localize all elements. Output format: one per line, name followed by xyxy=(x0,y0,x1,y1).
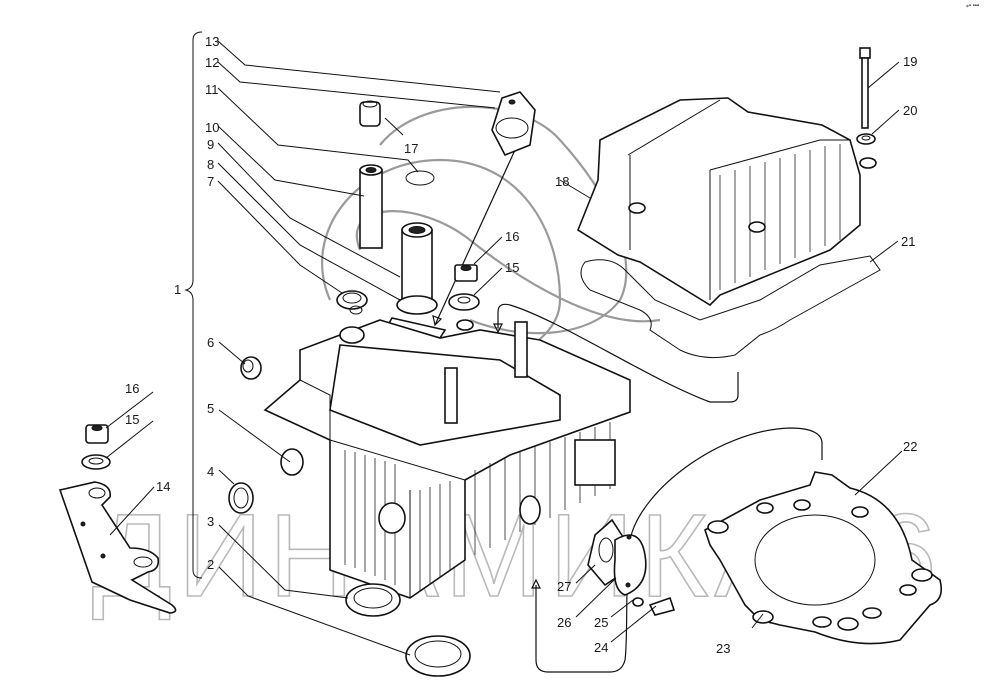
part-side-plug xyxy=(228,482,254,514)
callout-20: 20 xyxy=(903,103,917,118)
callout-16-left: 16 xyxy=(125,381,139,396)
callout-9: 9 xyxy=(207,137,214,152)
callout-25: 25 xyxy=(594,615,608,630)
part-valve-cover-gasket xyxy=(580,255,881,359)
callout-23: 23 xyxy=(716,641,730,656)
callout-26: 26 xyxy=(557,615,571,630)
callout-16-center: 16 xyxy=(505,229,519,244)
callout-13: 13 xyxy=(205,34,219,49)
part-bolt-19 xyxy=(859,47,871,129)
callout-18: 18 xyxy=(555,174,569,189)
callout-8: 8 xyxy=(207,157,214,172)
part-washer-center xyxy=(448,293,480,311)
leader-lines xyxy=(105,40,903,656)
part-elbow-fitting xyxy=(491,91,536,157)
callout-22: 22 xyxy=(903,439,917,454)
part-cap-nut xyxy=(359,100,381,127)
callout-17: 17 xyxy=(404,141,418,156)
part-bolt-24 xyxy=(648,596,676,616)
callout-21: 21 xyxy=(901,234,915,249)
part-nut-center xyxy=(454,264,478,282)
part-injector-sleeve xyxy=(396,222,438,315)
callout-7: 7 xyxy=(207,174,214,189)
part-washer-left xyxy=(81,454,111,470)
callout-2: 2 xyxy=(207,557,214,572)
callout-1: 1 xyxy=(174,282,181,297)
part-valve-seat-small xyxy=(345,583,401,617)
callout-11: 11 xyxy=(205,82,219,97)
part-valve-guide xyxy=(359,164,383,249)
callout-12: 12 xyxy=(205,55,219,70)
callout-19: 19 xyxy=(903,54,917,69)
part-valve-cover xyxy=(577,97,877,307)
part-sleeve-ring xyxy=(336,290,368,310)
callout-10: 10 xyxy=(205,120,219,135)
part-washer-25 xyxy=(632,597,644,607)
part-washer-20 xyxy=(856,133,876,145)
callout-5: 5 xyxy=(207,401,214,416)
part-plug xyxy=(240,356,262,380)
part-cover-plate-26 xyxy=(613,534,647,596)
part-valve-seat-large xyxy=(405,635,471,677)
part-lifting-bracket xyxy=(58,481,177,614)
group-bracket-1 xyxy=(184,31,203,579)
callout-labels: 13 12 11 10 9 8 7 17 16 15 1 6 16 15 5 4… xyxy=(125,34,917,656)
part-nut-left xyxy=(85,424,109,444)
callout-14: 14 xyxy=(156,479,170,494)
callout-3: 3 xyxy=(207,514,214,529)
part-head-gasket xyxy=(704,471,943,645)
callout-24: 24 xyxy=(594,640,608,655)
callout-4: 4 xyxy=(207,464,214,479)
corner-mark: ⁎▪ ▪▪▪ xyxy=(965,3,979,9)
callout-6: 6 xyxy=(207,335,214,350)
callout-15-center: 15 xyxy=(505,260,519,275)
callout-15-left: 15 xyxy=(125,412,139,427)
part-cylinder-head xyxy=(263,305,631,599)
part-retaining-ring xyxy=(405,170,435,186)
callout-27: 27 xyxy=(557,579,571,594)
